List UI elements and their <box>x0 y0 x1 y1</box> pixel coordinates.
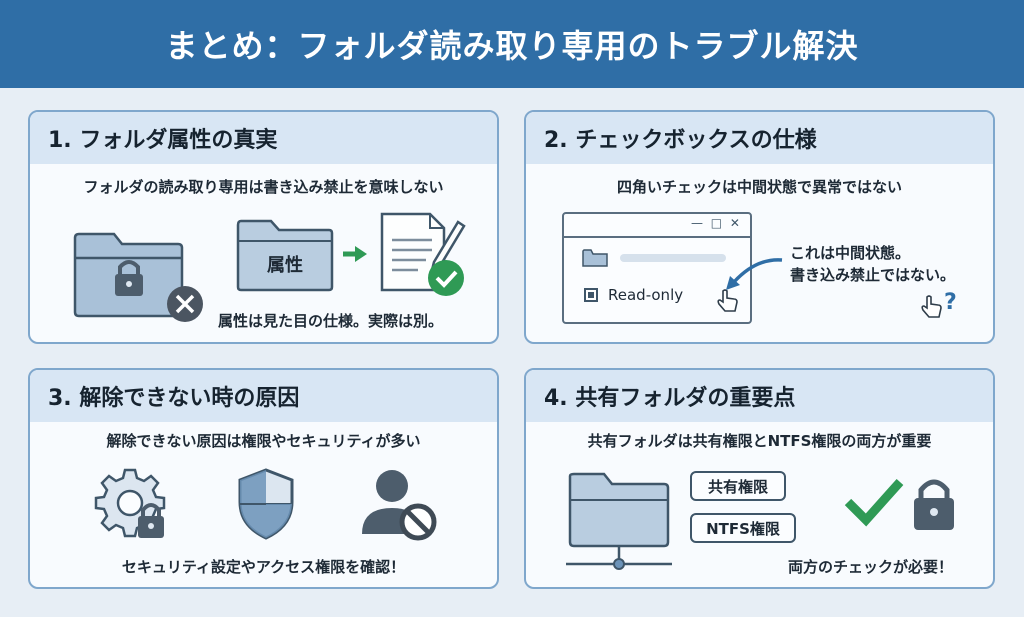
ntfs-permission-bubble: NTFS権限 <box>690 513 796 543</box>
card-caption: 両方のチェックが必要！ <box>788 558 954 576</box>
readonly-checkbox[interactable] <box>584 288 598 302</box>
window-controls: — □ ✕ <box>690 216 742 230</box>
card-caption: 属性は見た目の仕様。実際は別。 <box>218 312 444 330</box>
block-icon <box>399 503 437 541</box>
share-permission-bubble: 共有権限 <box>690 471 786 501</box>
checkmark-icon <box>844 476 904 527</box>
question-mark: ? <box>944 290 957 315</box>
close-circle-icon <box>167 286 203 322</box>
card-title: 4. 共有フォルダの重要点 <box>526 370 993 422</box>
placeholder-bar <box>620 254 726 262</box>
shield-icon <box>234 466 298 542</box>
card-subtitle: 共有フォルダは共有権限とNTFS権限の両方が重要 <box>587 432 932 450</box>
note-line-2: 書き込み禁止ではない。 <box>790 266 956 284</box>
lock-icon <box>910 474 960 534</box>
page-header: まとめ：フォルダ読み取り専用のトラブル解決 <box>0 0 1024 88</box>
check-circle-icon <box>428 260 464 296</box>
card-title: 1. フォルダ属性の真実 <box>30 112 497 164</box>
lock-icon <box>138 503 164 538</box>
small-folder-icon <box>582 248 608 268</box>
pointer-hand-icon <box>716 288 740 314</box>
pointer-question-icon <box>920 294 944 320</box>
curved-arrow-icon <box>716 254 786 298</box>
page-title: まとめ：フォルダ読み取り専用のトラブル解決 <box>165 27 859 65</box>
card-title: 3. 解除できない時の原因 <box>30 370 497 422</box>
folder-attribute-label: 属性 <box>267 255 303 276</box>
network-folder-icon <box>566 466 676 576</box>
card-title: 2. チェックボックスの仕様 <box>526 112 993 164</box>
user-blocked-icon <box>360 466 440 542</box>
lock-icon <box>115 260 143 296</box>
card-subtitle: 解除できない原因は権限やセキュリティが多い <box>106 432 421 450</box>
card-checkbox-spec: 2. チェックボックスの仕様 四角いチェックは中間状態で異常ではない — □ ✕… <box>524 110 995 344</box>
card-folder-attribute: 1. フォルダ属性の真実 フォルダの読み取り専用は書き込み禁止を意味しない 属性 <box>28 110 499 344</box>
card-shared-folder-points: 4. 共有フォルダの重要点 共有フォルダは共有権限とNTFS権限の両方が重要 共… <box>524 368 995 589</box>
card-caption: セキュリティ設定やアクセス権限を確認！ <box>121 558 406 576</box>
document-icon <box>378 210 473 302</box>
share-permission-label: 共有権限 <box>707 477 768 496</box>
gear-lock-icon <box>94 466 174 546</box>
card-unlock-failure-cause: 3. 解除できない時の原因 解除できない原因は権限やセキュリティが多い <box>28 368 499 589</box>
window-titlebar: — □ ✕ <box>564 214 750 238</box>
window-icon: — □ ✕ Read-only <box>562 212 752 324</box>
checkbox-label: Read-only <box>608 286 684 304</box>
arrow-right-icon <box>341 244 369 264</box>
attribute-folder-icon: 属性 <box>235 217 335 292</box>
card-subtitle: フォルダの読み取り専用は書き込み禁止を意味しない <box>83 178 444 196</box>
locked-folder-icon <box>70 224 210 324</box>
ntfs-permission-label: NTFS権限 <box>706 519 780 538</box>
note-line-1: これは中間状態。 <box>790 244 911 262</box>
card-subtitle: 四角いチェックは中間状態で異常ではない <box>616 178 902 196</box>
